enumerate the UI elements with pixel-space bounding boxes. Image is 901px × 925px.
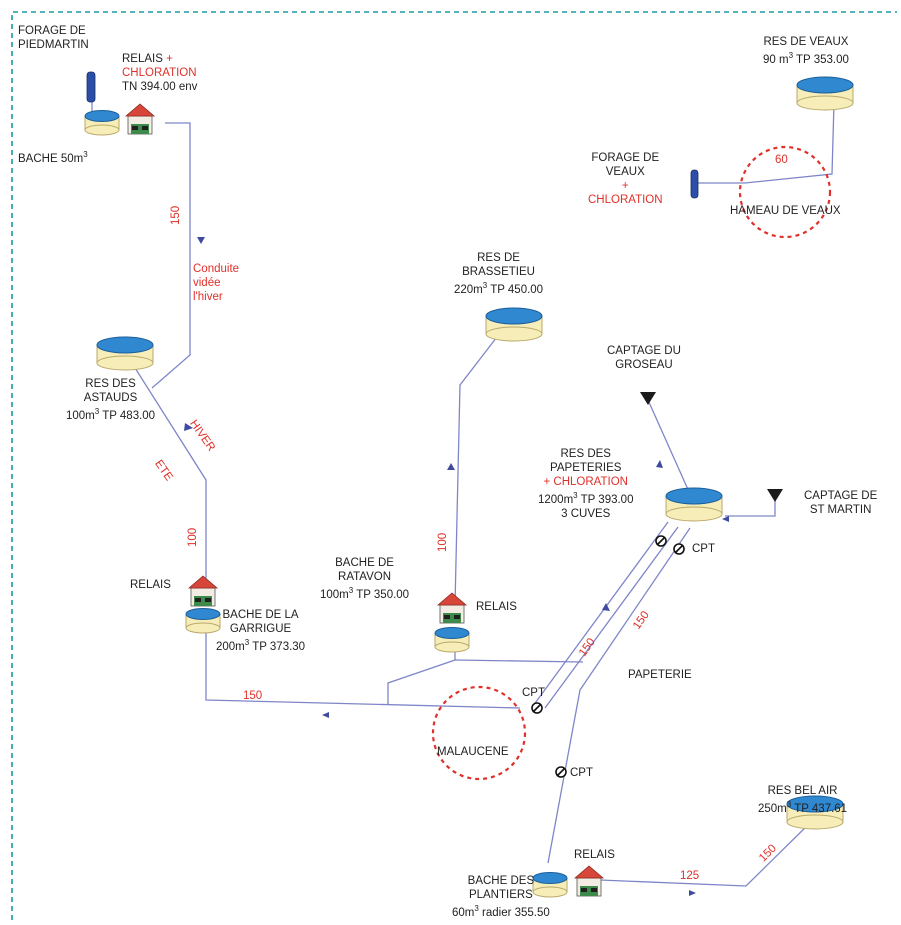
pipe-st-martin xyxy=(725,497,776,517)
relais-top-house-icon xyxy=(125,103,155,135)
pipe-papeteries-plantiers xyxy=(547,527,691,864)
pipe-diameter-150-garrigue: 150 xyxy=(243,690,263,702)
papeterie-label: PAPETERIE xyxy=(628,669,692,681)
pipe-groseau xyxy=(647,399,691,495)
res-veaux-tank-icon xyxy=(796,76,854,111)
malaucene-circle xyxy=(431,685,527,781)
bache-50-label: BACHE 50m3 xyxy=(18,150,88,165)
pipe-garrigue-malaucene xyxy=(205,610,521,709)
cpt-south-label: CPT xyxy=(570,767,593,779)
pipe-bel-air xyxy=(599,817,816,887)
captage-groseau-icon xyxy=(640,392,656,405)
cpt-malaucene-label: CPT xyxy=(522,687,545,699)
pipe-diameter-100-astauds: 100 xyxy=(187,527,199,547)
bache-ratavon-tank-icon xyxy=(434,627,470,653)
conduite-note: Conduite vidée l'hiver xyxy=(193,263,240,303)
bache-ratavon-label: BACHE DE RATAVON 100m3 TP 350.00 xyxy=(320,557,410,601)
captage-st-martin-icon xyxy=(767,489,783,502)
res-papeteries-tank-icon xyxy=(665,487,723,522)
pipe-astauds-garrigue xyxy=(129,359,207,585)
pipe-diameter-60-veaux: 60 xyxy=(775,154,788,166)
cpt-valve-south-icon xyxy=(555,766,567,778)
frame-border xyxy=(11,11,897,920)
cpt-valve-1-icon xyxy=(655,535,667,547)
pipe-veaux xyxy=(698,102,835,184)
flow-arrows xyxy=(184,237,729,896)
cpt-valve-malaucene-icon xyxy=(531,702,543,714)
captage-groseau-label: CAPTAGE DU GROSEAU xyxy=(607,345,681,371)
hameau-veaux-circle xyxy=(738,145,832,239)
pipe-papeteries-b xyxy=(544,526,679,709)
res-veaux-label: RES DE VEAUX 90 m3 TP 353.00 xyxy=(763,36,849,66)
relais-plantiers-house-icon xyxy=(574,865,604,897)
bache-50-tank-icon xyxy=(84,110,120,136)
bache-garrigue-tank-icon xyxy=(185,608,221,634)
forage-piedmartin-label: FORAGE DE PIEDMARTIN xyxy=(18,25,89,51)
res-brassetieu-tank-icon xyxy=(485,307,543,342)
relais-plantiers-label: RELAIS xyxy=(574,849,615,861)
res-astauds-label: RES DES ASTAUDS 100m3 TP 483.00 xyxy=(66,378,156,422)
relais-ratavon-house-icon xyxy=(437,592,467,624)
pipe-conduite xyxy=(151,122,191,389)
res-astauds-tank-icon xyxy=(96,336,154,371)
forage-veaux-icon xyxy=(690,169,699,199)
malaucene-label: MALAUCENE xyxy=(437,746,509,758)
captage-st-martin-label: CAPTAGE DE ST MARTIN xyxy=(804,490,878,516)
forage-veaux-label: FORAGE DE VEAUX + CHLORATION xyxy=(588,152,663,206)
pipe-ratavon-east xyxy=(454,659,584,663)
relais-ratavon-label: RELAIS xyxy=(476,601,517,613)
cpt-papeteries-label: CPT xyxy=(692,543,715,555)
bache-garrigue-label: BACHE DE LA GARRIGUE 200m3 TP 373.30 xyxy=(216,609,306,653)
res-papeteries-label: RES DES PAPETERIES + CHLORATION 1200m3 T… xyxy=(538,448,634,520)
forage-piedmartin-icon xyxy=(86,71,96,103)
relais-garrigue-house-icon xyxy=(188,575,218,607)
pipe-papeteries-a xyxy=(532,521,669,707)
pipe-diameter-125: 125 xyxy=(680,870,700,882)
pipe-brassetieu xyxy=(454,332,501,606)
res-bel-air-label: RES BEL AIR 250m3 TP 437.61 xyxy=(758,785,848,815)
pipes xyxy=(91,100,835,887)
cpt-valve-2-icon xyxy=(673,543,685,555)
res-brassetieu-label: RES DE BRASSETIEU 220m3 TP 450.00 xyxy=(454,252,544,296)
hameau-veaux-label: HAMEAU DE VEAUX xyxy=(730,205,841,217)
relais-chloration-label: RELAIS + CHLORATION TN 394.00 env xyxy=(122,53,198,93)
pipe-diameter-100-ratavon: 100 xyxy=(437,532,449,552)
pipe-diameter-150-top: 150 xyxy=(170,205,182,225)
relais-garrigue-label: RELAIS xyxy=(130,579,171,591)
bache-plantiers-label: BACHE DES PLANTIERS 60m3 radier 355.50 xyxy=(452,875,550,919)
